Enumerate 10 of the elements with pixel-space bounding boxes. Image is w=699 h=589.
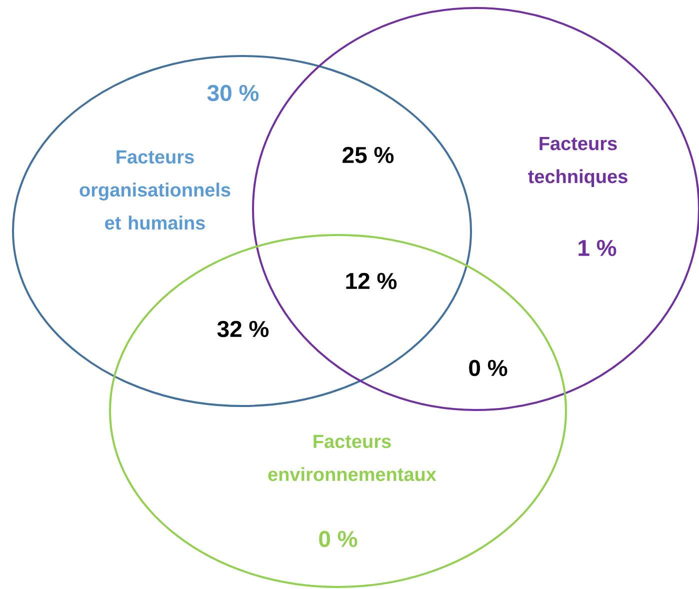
percentage: 32 % <box>217 320 269 338</box>
set-label: Facteurs organisationnels et humains <box>80 150 230 230</box>
percentage: 25 % <box>342 146 394 164</box>
percentage: 12 % <box>346 272 397 290</box>
set-label: Facteurs environnementaux <box>268 434 436 482</box>
set-label: Facteurs techniques <box>528 137 628 187</box>
percentage: 30 % <box>207 84 259 102</box>
percentage: 0 % <box>469 360 508 376</box>
percentage: 1 % <box>578 240 616 256</box>
percentage: 0 % <box>319 530 358 548</box>
